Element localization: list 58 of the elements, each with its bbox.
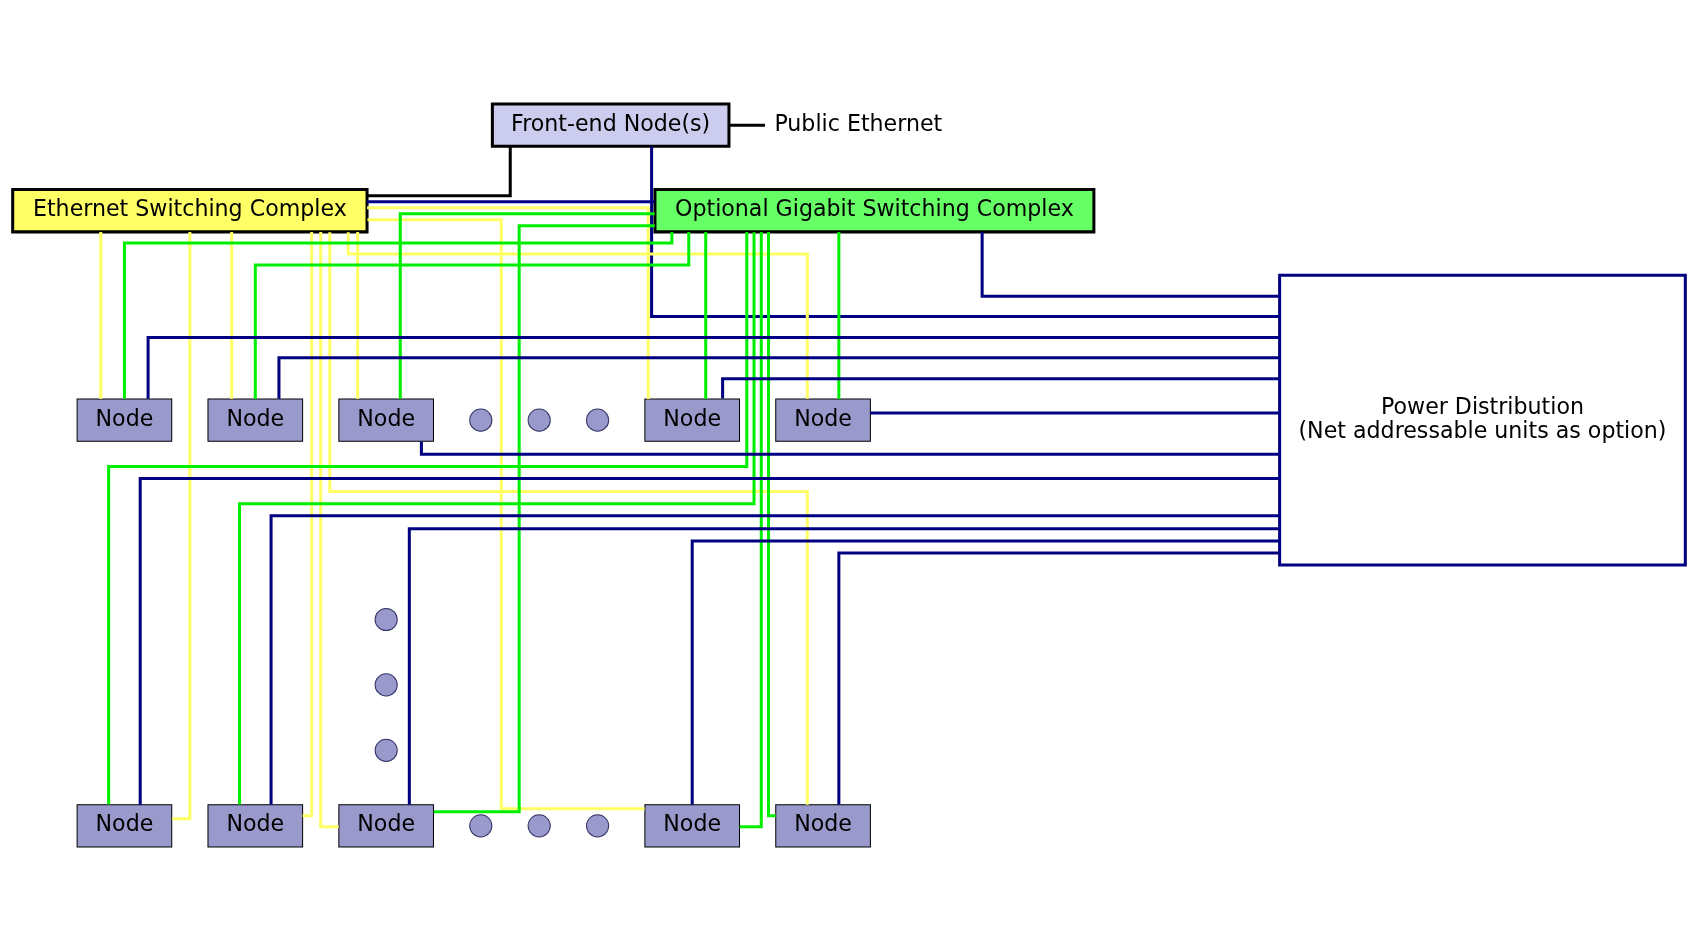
- node-box: Node: [207, 803, 304, 847]
- connector: [107, 231, 749, 804]
- node-box: Node: [76, 803, 173, 847]
- node-circle: [374, 738, 398, 762]
- connector: [870, 411, 1280, 415]
- node-box: Node: [207, 398, 304, 442]
- connector: [253, 231, 691, 399]
- connector: [328, 231, 809, 805]
- node-box: Ethernet Switching Complex: [11, 187, 369, 233]
- connector: [729, 123, 765, 127]
- connector: [269, 513, 1280, 804]
- connector: [767, 231, 776, 817]
- node-box: Optional Gigabit Switching Complex: [653, 187, 1096, 233]
- connector: [398, 211, 655, 399]
- connector: [138, 476, 1280, 805]
- node-circle: [374, 607, 398, 631]
- connector: [367, 145, 512, 197]
- node-text: Public Ethernet: [774, 109, 943, 136]
- node-box: Front-end Node(s): [490, 102, 731, 148]
- node-circle: [527, 408, 551, 432]
- node-box: Node: [338, 398, 434, 442]
- connector: [367, 199, 655, 203]
- connector: [690, 538, 1280, 804]
- node-circle: [586, 813, 610, 837]
- node-circle: [527, 813, 551, 837]
- node-box: Node: [76, 398, 173, 442]
- connector: [739, 231, 763, 828]
- connector: [837, 551, 1280, 804]
- connector: [277, 355, 1280, 399]
- node-box: Node: [775, 398, 871, 442]
- node-circle: [586, 408, 610, 432]
- connector: [146, 335, 1280, 399]
- connector: [837, 231, 841, 399]
- node-circle: [469, 813, 493, 837]
- node-box: Node: [338, 803, 434, 847]
- node-circle: [469, 408, 493, 432]
- connector: [172, 231, 192, 820]
- connector: [99, 231, 103, 399]
- node-box: Power Distribution (Net addressable units as option): [1278, 273, 1687, 567]
- connector: [238, 231, 756, 804]
- connector: [980, 231, 1280, 298]
- connector: [367, 217, 645, 810]
- connector: [346, 231, 809, 399]
- connector: [704, 231, 708, 399]
- connector: [230, 231, 234, 399]
- connector: [319, 231, 339, 828]
- node-box: Node: [775, 803, 871, 847]
- connector: [367, 205, 650, 399]
- connector: [721, 376, 1280, 399]
- connector: [433, 223, 655, 813]
- connector: [419, 441, 1280, 456]
- connector: [302, 231, 314, 817]
- node-circle: [374, 672, 398, 696]
- connector: [122, 231, 674, 399]
- node-box: Node: [644, 398, 741, 442]
- connector: [407, 526, 1280, 804]
- node-box: Node: [644, 803, 741, 847]
- connector: [356, 231, 360, 399]
